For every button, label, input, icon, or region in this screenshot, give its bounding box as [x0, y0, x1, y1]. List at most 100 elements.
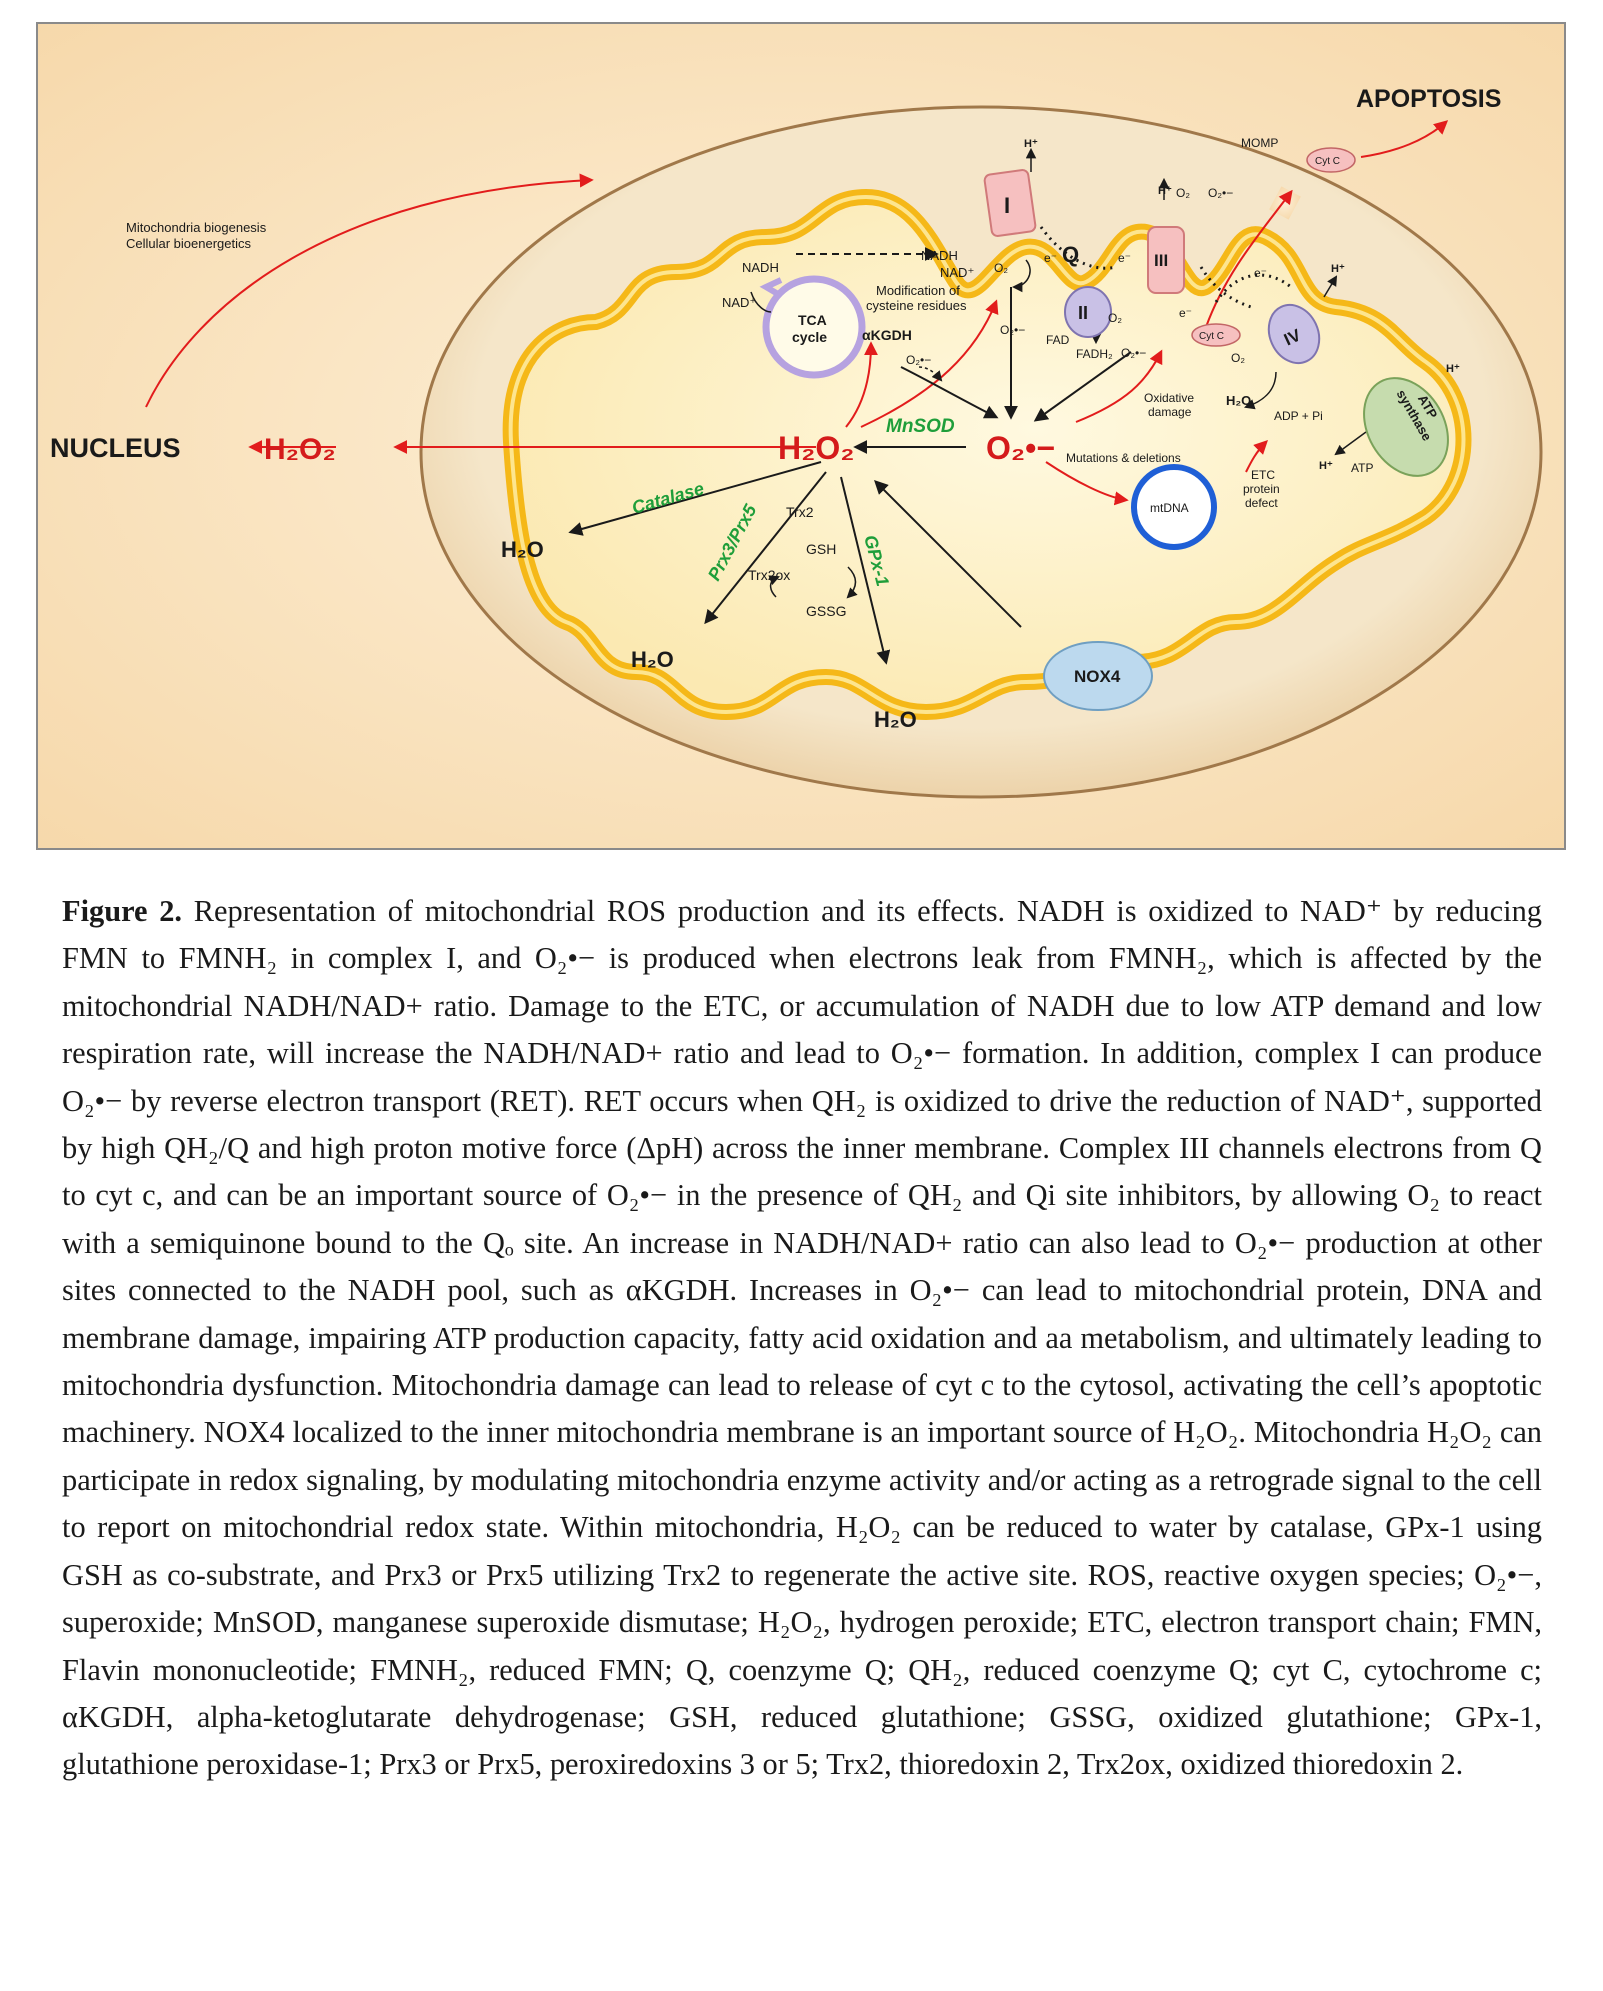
- arrow-superoxide-mtdna: [1045, 461, 1129, 506]
- figure-panel: NUCLEUS APOPTOSIS Mitochondria biogenesi…: [36, 22, 1566, 850]
- biogenesis-label: Mitochondria biogenesis: [126, 220, 267, 235]
- complex-ii-label: II: [1078, 303, 1088, 323]
- arrow-apoptosis: [1360, 120, 1449, 158]
- modification-line2: cysteine residues: [866, 298, 967, 313]
- adp-pi-label: ADP + Pi: [1274, 409, 1323, 423]
- electron-a-label: e⁻: [1044, 251, 1057, 265]
- mitochondria-diagram: NUCLEUS APOPTOSIS Mitochondria biogenesi…: [36, 22, 1566, 850]
- electron-b-label: e⁻: [1118, 251, 1131, 265]
- h2o2-center-label: H₂O₂: [778, 430, 854, 466]
- arrow-cytc-release: [1205, 189, 1293, 328]
- arrow-gsh-gssg: [846, 566, 858, 599]
- electron-d-label: e⁻: [1254, 266, 1267, 280]
- complex-i: [983, 169, 1037, 237]
- superoxide-center-label: O₂•−: [986, 430, 1055, 466]
- nad-left-label: NAD⁺: [722, 295, 756, 310]
- mtdna-label: mtDNA: [1150, 501, 1189, 515]
- mnsod-label: MnSOD: [886, 416, 955, 437]
- atp-label: ATP: [1351, 461, 1373, 475]
- arrow-complex-iii-superoxide: [1033, 351, 1132, 422]
- mtdna-circle: [1131, 464, 1217, 550]
- arrow-akgdh-superoxide: [900, 366, 999, 419]
- h-plus-i-label: H⁺: [1024, 138, 1038, 150]
- water-catalase-label: H₂O: [501, 537, 544, 562]
- arrow-trx2ox: [768, 575, 780, 598]
- electron-path-iii-cytc: [1199, 266, 1252, 309]
- arrow-atp-synthase: [1334, 431, 1367, 456]
- mutations-label: Mutations & deletions: [1066, 451, 1181, 465]
- akgdh-label: αKGDH: [862, 327, 912, 343]
- complex-iii-label: III: [1154, 251, 1168, 270]
- h-plus-iv-label: H⁺: [1331, 263, 1345, 275]
- apoptosis-label: APOPTOSIS: [1356, 85, 1501, 113]
- arrow-o2-water: [1244, 371, 1277, 410]
- tca-cycle-arrowhead: [759, 277, 783, 297]
- arrow-proton-iv: [1323, 275, 1338, 298]
- cytc-membrane: [1191, 323, 1241, 347]
- superoxide-akgdh-label: O₂•−: [906, 353, 931, 367]
- modification-line1: Modification of: [876, 283, 960, 298]
- h-plus-synthase-in-label: H⁺: [1319, 460, 1333, 472]
- arrow-h2o2-akgdh: [845, 341, 878, 428]
- cytc-released: [1306, 147, 1356, 173]
- nad-bracket: [750, 291, 772, 313]
- nadh-right-label: NADH: [921, 248, 958, 263]
- cytc-released-label: Cyt C: [1315, 156, 1340, 167]
- oxidative-line2: damage: [1148, 405, 1192, 419]
- arrow-h2o2-cysteine: [860, 299, 999, 428]
- o2-top-label: O₂: [1176, 186, 1190, 200]
- q-label: Q: [1062, 242, 1079, 267]
- nox4-complex: [1043, 641, 1153, 711]
- etc-defect-line3: defect: [1245, 496, 1278, 510]
- superoxide-complex-i-label: O₂•−: [1000, 323, 1025, 337]
- gsh-label: GSH: [806, 541, 836, 557]
- arrow-nucleus-to-mito: [145, 173, 594, 408]
- complex-iv: [1267, 303, 1321, 365]
- water-iv-label: H₂O: [1226, 393, 1251, 408]
- o2-complex-iv-label: O₂: [1231, 351, 1245, 365]
- arrow-prx: [704, 471, 827, 625]
- h2o2-nucleus-label: H₂O₂: [264, 433, 336, 466]
- complex-i-label: I: [1004, 193, 1010, 218]
- complex-iii: [1147, 226, 1185, 294]
- water-prx-label: H₂O: [631, 647, 674, 672]
- nadh-left-label: NADH: [742, 260, 779, 275]
- etc-defect-line1: ETC: [1251, 468, 1275, 482]
- trx2-label: Trx2: [786, 504, 814, 520]
- arrow-akgdh-o2: [918, 366, 943, 382]
- water-gpx-label: H₂O: [874, 707, 917, 732]
- momp-label: MOMP: [1241, 136, 1278, 150]
- arrow-superoxide-damage: [1075, 349, 1163, 423]
- etc-defect-line2: protein: [1243, 482, 1280, 496]
- h-plus-synthase-out-label: H⁺: [1446, 363, 1460, 375]
- superoxide-top-label: O₂•−: [1208, 186, 1233, 200]
- arrow-etc-defect: [1245, 440, 1268, 473]
- arrow-catalase: [568, 461, 822, 536]
- o2-complex-iii-label: O₂: [1108, 311, 1122, 325]
- trx2ox-label: Trx2ox: [748, 567, 790, 583]
- superoxide-complex-iii-label: O₂•−: [1121, 346, 1146, 360]
- gssg-label: GSSG: [806, 603, 846, 619]
- arrow-nox4: [874, 480, 1022, 628]
- nad-right-label: NAD⁺: [940, 265, 974, 280]
- tca-cycle-ring: [762, 275, 866, 379]
- arrow-gpx: [840, 476, 891, 665]
- o2-complex-i-label: O₂: [994, 261, 1008, 275]
- caption-text: Representation of mitochondrial ROS prod…: [62, 894, 1542, 1782]
- nucleus-label: NUCLEUS: [50, 433, 181, 463]
- arrow-nadh-oxidation: [1011, 259, 1031, 293]
- cycle-label: cycle: [792, 329, 827, 345]
- electron-path-cytc-iv: [1214, 273, 1292, 303]
- fadh2-label: FADH₂: [1076, 347, 1113, 361]
- figure-caption: Figure 2. Representation of mitochondria…: [62, 888, 1542, 1789]
- h-plus-iii-label: H⁺: [1158, 185, 1172, 197]
- bioenergetics-label: Cellular bioenergetics: [126, 236, 252, 251]
- nox4-label: NOX4: [1074, 667, 1121, 686]
- tca-label: TCA: [798, 312, 827, 328]
- oxidative-line1: Oxidative: [1144, 391, 1194, 405]
- inner-membrane-highlight: [508, 194, 1466, 715]
- electron-c-label: e⁻: [1179, 306, 1192, 320]
- complex-ii: [1064, 286, 1112, 338]
- fad-label: FAD: [1046, 333, 1070, 347]
- caption-figure-label: Figure 2.: [62, 894, 183, 928]
